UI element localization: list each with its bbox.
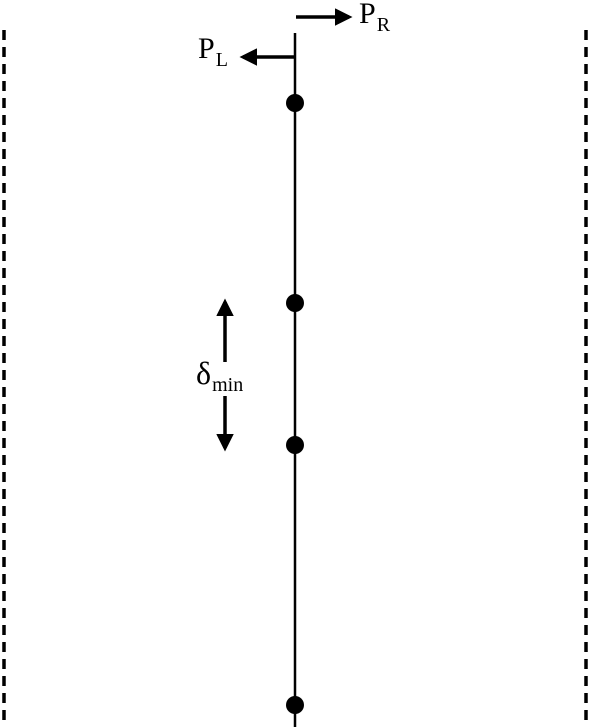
p-left-label-sub: L: [216, 49, 228, 71]
point-4: [286, 696, 304, 714]
p-right-label: PR: [359, 0, 391, 36]
delta-min-label: δmin: [196, 355, 243, 396]
p-left-label-main: P: [198, 32, 215, 65]
point-1: [286, 94, 304, 112]
p-left-label: PL: [198, 32, 228, 71]
p-right-label-main: P: [359, 0, 376, 30]
p-right-label-sub: R: [377, 14, 391, 36]
delta-min-label-sub: min: [212, 374, 243, 396]
delta-min-label-main: δ: [196, 355, 211, 391]
point-3: [286, 436, 304, 454]
point-2: [286, 294, 304, 312]
